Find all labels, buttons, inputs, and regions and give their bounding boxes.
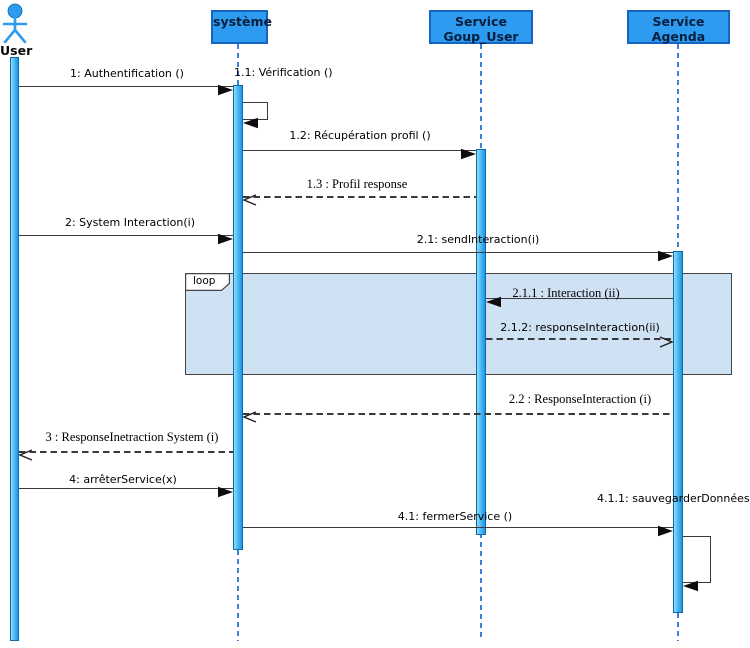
message-line — [243, 527, 673, 528]
message-label: 2.1: sendInteraction(i) — [416, 233, 540, 246]
arrowhead-open-icon — [658, 333, 674, 348]
message-line — [19, 235, 233, 236]
loop-operator-tab-icon — [185, 273, 230, 291]
loop-fragment — [185, 273, 732, 375]
message-label: 2: System Interaction(i) — [64, 216, 196, 229]
lifeline-dashed-systeme — [237, 44, 239, 88]
message-label: 1: Authentification () — [70, 67, 184, 80]
lifeline-dashed-goup_user — [480, 44, 482, 151]
lifeline-dashed-agenda — [677, 613, 679, 641]
message-line — [19, 86, 233, 87]
lifeline-dashed-systeme — [237, 550, 239, 641]
message-label: 1.2: Récupération profil () — [289, 129, 431, 142]
activation-bar-systeme — [233, 85, 243, 550]
lifeline-dashed-goup_user — [480, 533, 482, 641]
message-label: 4.1: fermerService () — [397, 510, 513, 523]
self-message-line — [710, 536, 711, 582]
arrowhead-open-icon — [18, 446, 34, 461]
message-label: 1.3 : Profil response — [306, 177, 408, 191]
actor-label: User — [0, 43, 33, 58]
lifeline-header-label: système — [213, 14, 272, 29]
message-label: 2.2 : ResponseInteraction (i) — [508, 392, 652, 406]
message-line — [19, 451, 233, 453]
self-message-label: 4.1.1: sauvegarderDonnées() — [597, 492, 750, 505]
arrowhead-open-icon — [242, 408, 258, 423]
lifeline-header-systeme: système — [211, 10, 272, 44]
message-label: 2.1.1 : Interaction (ii) — [512, 286, 620, 300]
message-label: 4: arrêterService(x) — [69, 473, 177, 486]
arrowhead-filled-icon — [486, 293, 501, 307]
self-message-line — [683, 536, 711, 537]
message-label: 2.1.2: responseInteraction(ii) — [500, 321, 660, 334]
self-message-label: 1.1: Vérification () — [234, 66, 333, 79]
lifeline-header-label: Service Agenda — [651, 14, 706, 44]
activation-bar-goup_user — [476, 149, 486, 535]
actor-icon — [1, 2, 30, 44]
activation-bar-user — [10, 57, 19, 641]
message-line — [19, 488, 233, 489]
message-line — [243, 413, 673, 415]
message-line — [243, 150, 476, 151]
lifeline-header-label: Goup_User — [443, 29, 519, 44]
self-message-arrowhead-filled-icon — [683, 577, 698, 591]
self-message-arrowhead-filled-icon — [243, 114, 258, 128]
message-line — [486, 338, 673, 340]
self-message-line — [267, 102, 268, 119]
message-label: 3 : ResponseInetraction System (i) — [45, 430, 219, 444]
arrowhead-filled-icon — [218, 230, 233, 244]
lifeline-dashed-agenda — [677, 44, 679, 253]
arrowhead-filled-icon — [218, 483, 233, 497]
arrowhead-filled-icon — [218, 81, 233, 95]
message-line — [243, 196, 476, 198]
lifeline-header-label: Service — [455, 14, 507, 29]
arrowhead-filled-icon — [658, 522, 673, 536]
activation-bar-agenda — [673, 251, 683, 613]
loop-operator-label: loop — [193, 275, 216, 287]
lifeline-header-agenda: Service Agenda — [627, 10, 730, 44]
arrowhead-open-icon — [242, 191, 258, 206]
self-message-line — [243, 102, 268, 103]
message-line — [243, 252, 673, 253]
arrowhead-filled-icon — [461, 145, 476, 159]
message-line — [486, 298, 673, 299]
arrowhead-filled-icon — [658, 247, 673, 261]
